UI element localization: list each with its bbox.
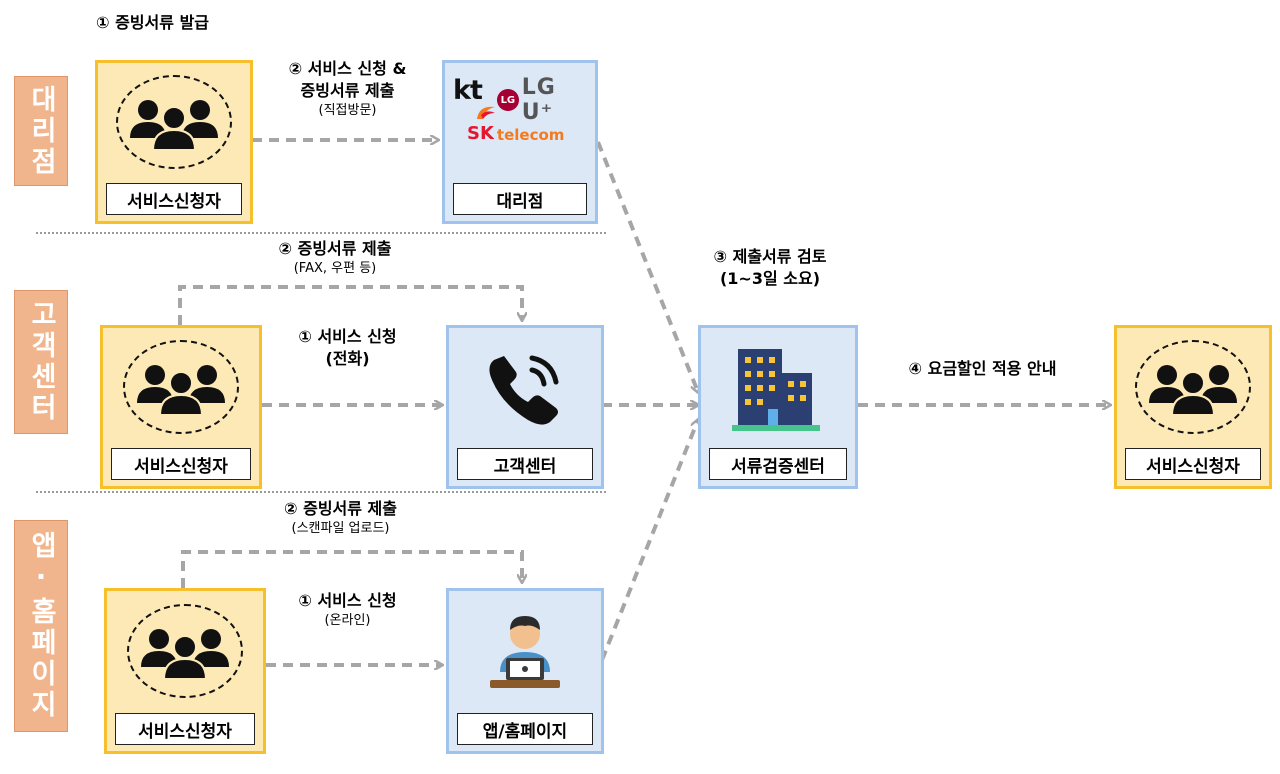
app-submit-label: ② 증빙서류 제출 (스캔파일 업로드) — [283, 499, 397, 536]
phone-icon — [489, 355, 559, 425]
applicant-box-call: 서비스신청자 — [100, 325, 262, 489]
applicant-caption: 서비스신청자 — [115, 713, 255, 745]
row-separator-2 — [36, 491, 606, 493]
side-tab-agency: 대리점 — [14, 76, 68, 186]
kt-logo: kt — [453, 75, 483, 106]
review-center-caption: 서류검증센터 — [709, 448, 847, 480]
applicant-caption: 서비스신청자 — [111, 448, 251, 480]
people-group-icon — [1135, 340, 1251, 434]
app-home-caption: 앱/홈페이지 — [457, 713, 593, 745]
applicant-box-app: 서비스신청자 — [104, 588, 266, 754]
agency-step-label: ② 서비스 신청 & 증빙서류 제출 (직접방문) — [288, 59, 407, 118]
people-group-icon — [116, 75, 232, 169]
arrow-agency-to-review — [596, 141, 698, 392]
side-tab-call-center: 고객센터 — [14, 290, 68, 434]
call-center-box: 고객센터 — [446, 325, 604, 489]
agency-box: kt LG LG U⁺ SK telecom 대리점 — [442, 60, 598, 224]
applicant-caption: 서비스신청자 — [1125, 448, 1261, 480]
review-label: ③ 제출서류 검토 (1~3일 소요) — [713, 247, 827, 288]
side-tab-app-home: 앱·홈페이지 — [14, 520, 68, 732]
laptop-user-icon — [490, 616, 560, 688]
applicant-caption: 서비스신청자 — [106, 183, 242, 215]
review-center-box: 서류검증센터 — [698, 325, 858, 489]
row-separator-1 — [36, 232, 606, 234]
arrow-app-submit — [181, 550, 522, 588]
call-center-caption: 고객센터 — [457, 448, 593, 480]
app-home-box: 앱/홈페이지 — [446, 588, 604, 754]
call-apply-label: ① 서비스 신청 (전화) — [298, 327, 397, 368]
sk-telecom-logo: SK telecom — [467, 106, 564, 144]
building-icon — [732, 349, 820, 431]
agency-caption: 대리점 — [453, 183, 587, 215]
notice-label: ④ 요금할인 적용 안내 — [908, 359, 1057, 378]
people-group-icon — [123, 340, 239, 434]
call-submit-label: ② 증빙서류 제출 (FAX, 우편 등) — [278, 239, 392, 276]
lg-uplus-logo: LG LG U⁺ — [497, 75, 595, 125]
people-group-icon — [127, 604, 243, 698]
arrow-app-to-review — [600, 420, 698, 661]
applicant-box-agency: 서비스신청자 — [95, 60, 253, 224]
app-apply-label: ① 서비스 신청 (온라인) — [298, 591, 397, 628]
applicant-box-notice: 서비스신청자 — [1114, 325, 1272, 489]
top-title: ① 증빙서류 발급 — [96, 13, 210, 32]
arrow-call-submit — [178, 285, 522, 325]
